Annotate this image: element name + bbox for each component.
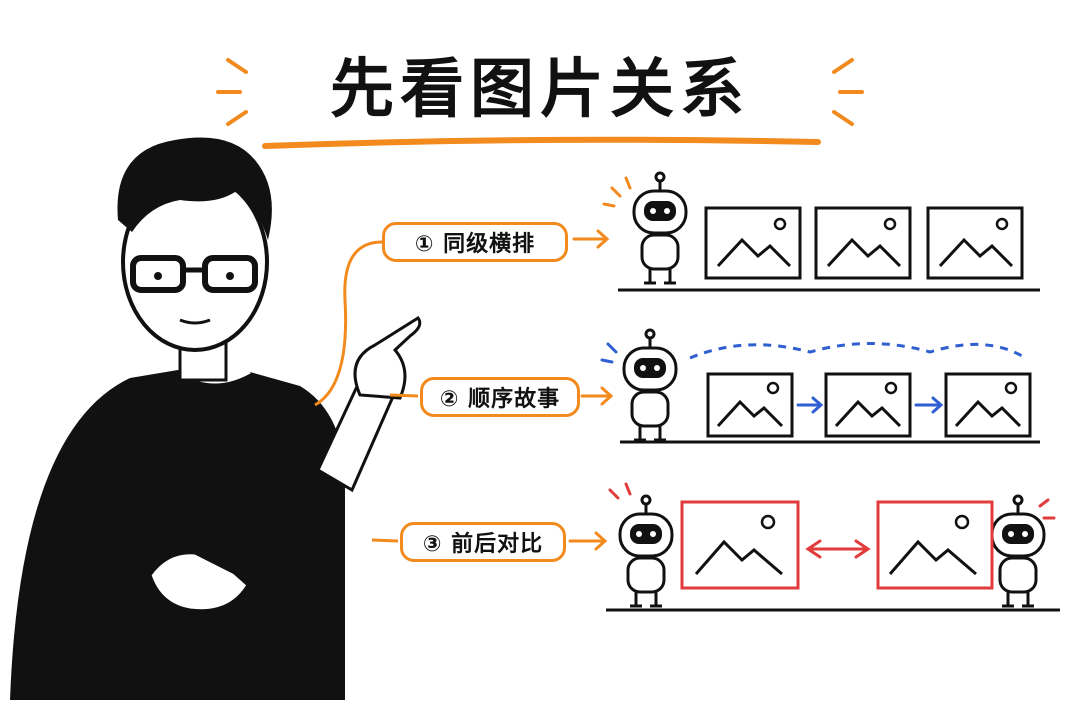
presenter-figure [10, 137, 422, 700]
title-underline [262, 136, 821, 149]
title-sparks [216, 58, 864, 126]
row-before-after [606, 482, 1060, 612]
row-side-by-side [602, 171, 1040, 292]
mode-pill-sequence: ② 顺序故事 [420, 377, 580, 417]
row-arrows [568, 229, 614, 551]
mode-pill-side-by-side: ① 同级横排 [382, 222, 568, 262]
mode-pill-before-after: ③ 前后对比 [400, 522, 566, 562]
page-title: 先看图片关系 [330, 53, 750, 127]
connector-lines [314, 240, 419, 543]
row-sequence [600, 328, 1040, 444]
